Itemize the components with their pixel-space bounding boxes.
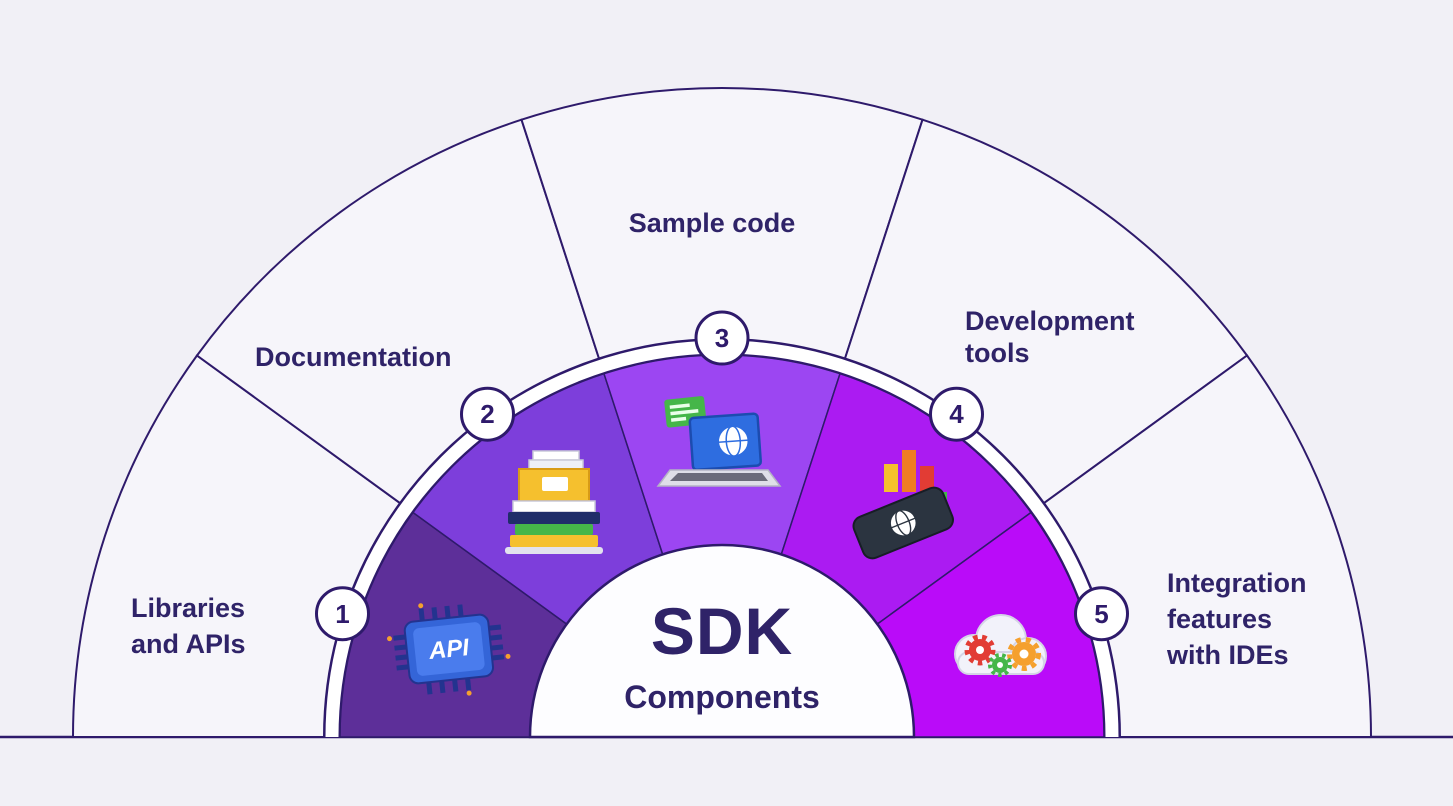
chip-pin-dots (386, 603, 511, 696)
badge-number: 3 (715, 323, 729, 353)
book-green (515, 524, 593, 535)
cloud-gears-icon (954, 614, 1047, 677)
badge-4: 4 (929, 386, 984, 442)
analytics-bars (884, 450, 947, 503)
badge-circle (929, 386, 984, 442)
label-libraries-and-apis-line2: and APIs (131, 629, 246, 659)
book-yellow (510, 535, 598, 547)
gear-green (988, 653, 1012, 677)
gear-red (964, 634, 996, 666)
badge-circle (1074, 586, 1129, 642)
book-white (512, 500, 596, 513)
screen-globe (717, 425, 750, 457)
center-subtitle: Components (624, 679, 820, 715)
phone-globe (889, 509, 917, 537)
badge-circle (460, 386, 515, 442)
label-integration-line2: features (1167, 604, 1272, 634)
label-integration-line3: with IDEs (1166, 640, 1289, 670)
chip-face (413, 622, 485, 676)
segment-labels: Libraries and APIs Documentation Sample … (131, 208, 1307, 670)
drawer-label (542, 477, 568, 491)
label-sample-code: Sample code (629, 208, 796, 238)
badges: 1 2 3 4 5 (315, 310, 1129, 642)
paper-top (532, 450, 580, 461)
book-base (505, 547, 603, 554)
label-integration-line1: Integration (1167, 568, 1307, 598)
book-navy (508, 512, 600, 524)
gear-orange (1007, 637, 1041, 671)
badge-number: 1 (335, 599, 349, 629)
laptop-screen (688, 412, 763, 472)
api-chip-icon: API (386, 603, 511, 696)
paper-bottom (528, 459, 584, 470)
center-title-group: SDK Components (624, 594, 820, 715)
chip-pins (393, 604, 505, 695)
center-hub (528, 543, 916, 739)
badge-number: 4 (949, 399, 964, 429)
label-development-tools-line1: Development (965, 306, 1135, 336)
chip-label: API (427, 634, 472, 665)
badge-1: 1 (315, 586, 370, 642)
center-title: SDK (651, 594, 793, 668)
badge-2: 2 (460, 386, 515, 442)
laptop-code-icon (656, 396, 782, 487)
badge-number: 5 (1094, 599, 1108, 629)
documentation-books-icon (505, 450, 603, 554)
mobile-analytics-icon (852, 450, 954, 560)
phone (852, 486, 954, 560)
badge-circle (315, 586, 370, 642)
badge-3: 3 (694, 310, 750, 366)
badge-5: 5 (1074, 586, 1129, 642)
badge-number: 2 (480, 399, 494, 429)
badge-circle (694, 310, 750, 366)
label-libraries-and-apis-line1: Libraries (131, 593, 245, 623)
label-documentation: Documentation (255, 342, 452, 372)
laptop-keyboard (670, 473, 768, 481)
label-development-tools-line2: tools (965, 338, 1030, 368)
